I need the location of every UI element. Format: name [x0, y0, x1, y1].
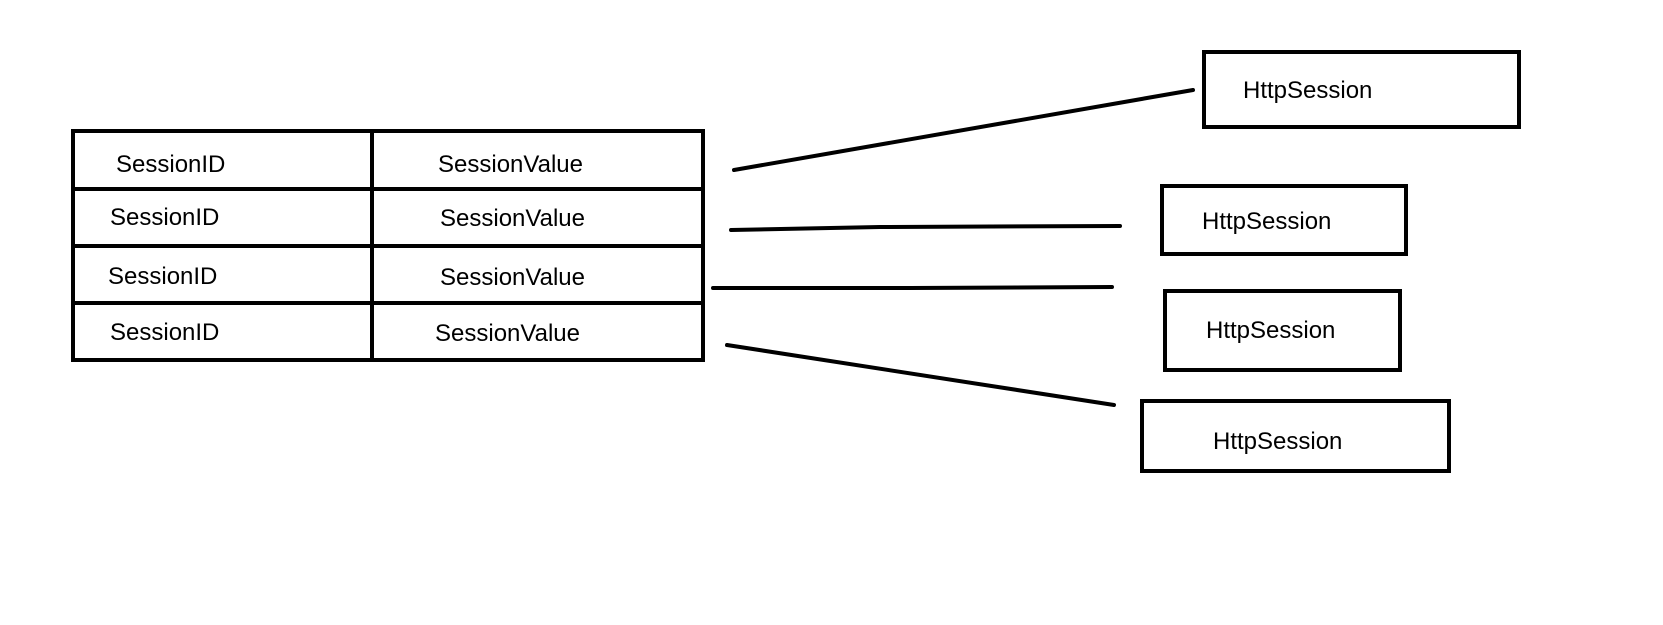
table-row: SessionID SessionValue: [116, 151, 583, 178]
connector-line: [732, 88, 1195, 172]
connectors: [711, 88, 1195, 407]
session-table: [71, 129, 705, 362]
http-session-box: HttpSession: [1202, 50, 1521, 129]
session-id-cell: SessionID: [110, 204, 219, 231]
http-session-frame: [1160, 184, 1408, 256]
connector-line: [729, 224, 1122, 232]
session-id-cell: SessionID: [108, 263, 217, 290]
http-session-label: HttpSession: [1206, 317, 1335, 344]
table-row: SessionID SessionValue: [110, 204, 585, 232]
session-value-cell: SessionValue: [440, 205, 585, 232]
http-session-frame: [1140, 399, 1451, 473]
table-row: SessionID SessionValue: [110, 319, 580, 347]
session-id-cell: SessionID: [110, 319, 219, 346]
session-value-cell: SessionValue: [440, 264, 585, 291]
connector-line: [711, 285, 1114, 290]
session-id-cell: SessionID: [116, 151, 225, 178]
session-value-cell: SessionValue: [438, 151, 583, 178]
http-session-frame: [1163, 289, 1402, 372]
http-session-box: HttpSession: [1140, 399, 1451, 473]
connector-line: [725, 343, 1116, 407]
http-session-frame: [1202, 50, 1521, 129]
table-row: SessionID SessionValue: [108, 263, 585, 291]
session-value-cell: SessionValue: [435, 320, 580, 347]
http-session-label: HttpSession: [1213, 428, 1342, 455]
http-session-box: HttpSession: [1163, 289, 1402, 372]
http-session-label: HttpSession: [1202, 208, 1331, 235]
http-session-label: HttpSession: [1243, 77, 1372, 104]
http-session-box: HttpSession: [1160, 184, 1408, 256]
